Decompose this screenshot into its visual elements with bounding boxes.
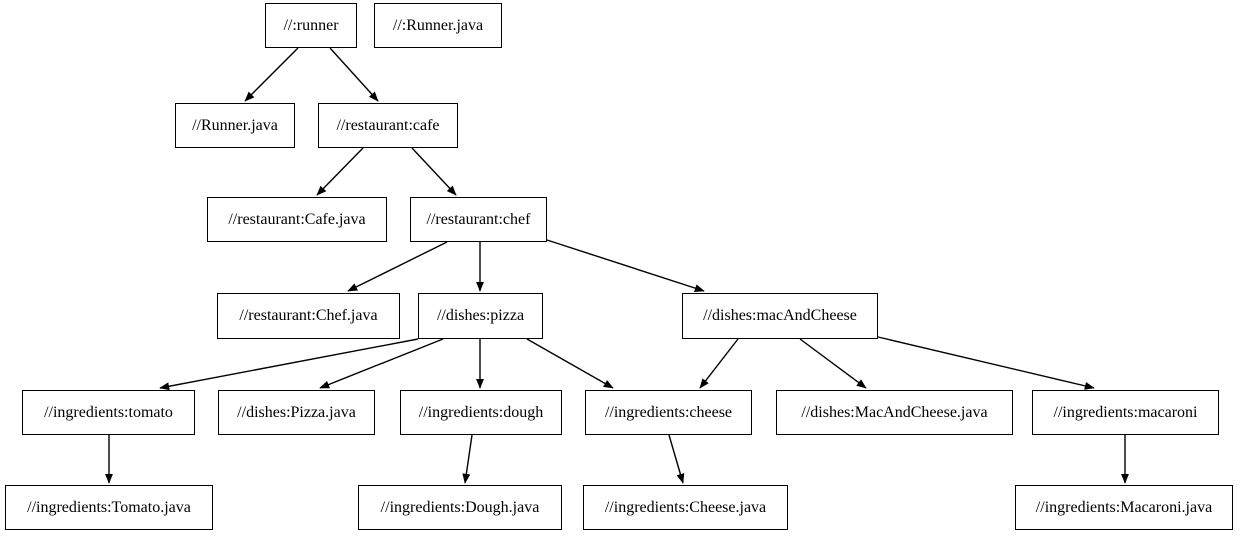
graph-node-pizza_java[interactable]: //dishes:Pizza.java (218, 390, 375, 435)
graph-node-label: //:runner (283, 16, 339, 34)
graph-node-label: //dishes:MacAndCheese.java (801, 403, 988, 421)
graph-node-ing_macaroni[interactable]: //ingredients:macaroni (1032, 390, 1219, 435)
graph-node-chef_java[interactable]: //restaurant:Chef.java (217, 293, 400, 339)
graph-node-ing_tomato[interactable]: //ingredients:tomato (22, 390, 195, 435)
graph-node-cheese_java[interactable]: //ingredients:Cheese.java (583, 485, 788, 530)
graph-node-label: //ingredients:tomato (44, 403, 173, 421)
graph-node-label: //ingredients:macaroni (1053, 403, 1198, 421)
graph-node-restaurant_chef[interactable]: //restaurant:chef (410, 197, 547, 242)
graph-node-dishes_macandchee[interactable]: //dishes:macAndCheese (682, 293, 878, 339)
graph-node-label: //ingredients:Dough.java (380, 498, 540, 516)
graph-node-macandcheese_java[interactable]: //dishes:MacAndCheese.java (776, 390, 1013, 435)
graph-node-runner[interactable]: //:runner (265, 3, 357, 48)
graph-node-label: //restaurant:Cafe.java (228, 210, 366, 228)
graph-node-ing_dough[interactable]: //ingredients:dough (400, 390, 562, 435)
graph-node-label: //ingredients:Macaroni.java (1035, 498, 1213, 516)
graph-node-dishes_pizza[interactable]: //dishes:pizza (418, 293, 543, 339)
graph-node-label: //restaurant:chef (426, 210, 531, 228)
graph-node-label: //ingredients:Cheese.java (604, 498, 767, 516)
graph-node-label: //ingredients:cheese (604, 403, 733, 421)
graph-node-label: //ingredients:Tomato.java (27, 498, 191, 516)
graph-node-restaurant_cafe[interactable]: //restaurant:cafe (318, 103, 458, 148)
graph-node-label: //:Runner.java (392, 16, 484, 34)
graph-node-label: //dishes:macAndCheese (703, 307, 857, 324)
graph-node-macaroni_java[interactable]: //ingredients:Macaroni.java (1015, 485, 1233, 530)
graph-node-dough_java[interactable]: //ingredients:Dough.java (358, 485, 562, 530)
graph-node-label: //Runner.java (192, 116, 278, 134)
graph-node-tomato_java[interactable]: //ingredients:Tomato.java (5, 485, 213, 530)
graph-node-label: //restaurant:cafe (336, 116, 440, 134)
graph-node-label: //dishes:pizza (436, 307, 525, 324)
graph-node-runner_java[interactable]: //Runner.java (175, 103, 295, 148)
graph-node-label: //dishes:Pizza.java (237, 403, 356, 421)
graph-node-ing_cheese[interactable]: //ingredients:cheese (585, 390, 752, 435)
graph-node-root_runner_java[interactable]: //:Runner.java (374, 3, 502, 48)
graph-node-cafe_java[interactable]: //restaurant:Cafe.java (207, 197, 387, 242)
graph-node-label: //ingredients:dough (418, 403, 544, 421)
graph-node-label: //restaurant:Chef.java (239, 307, 378, 324)
